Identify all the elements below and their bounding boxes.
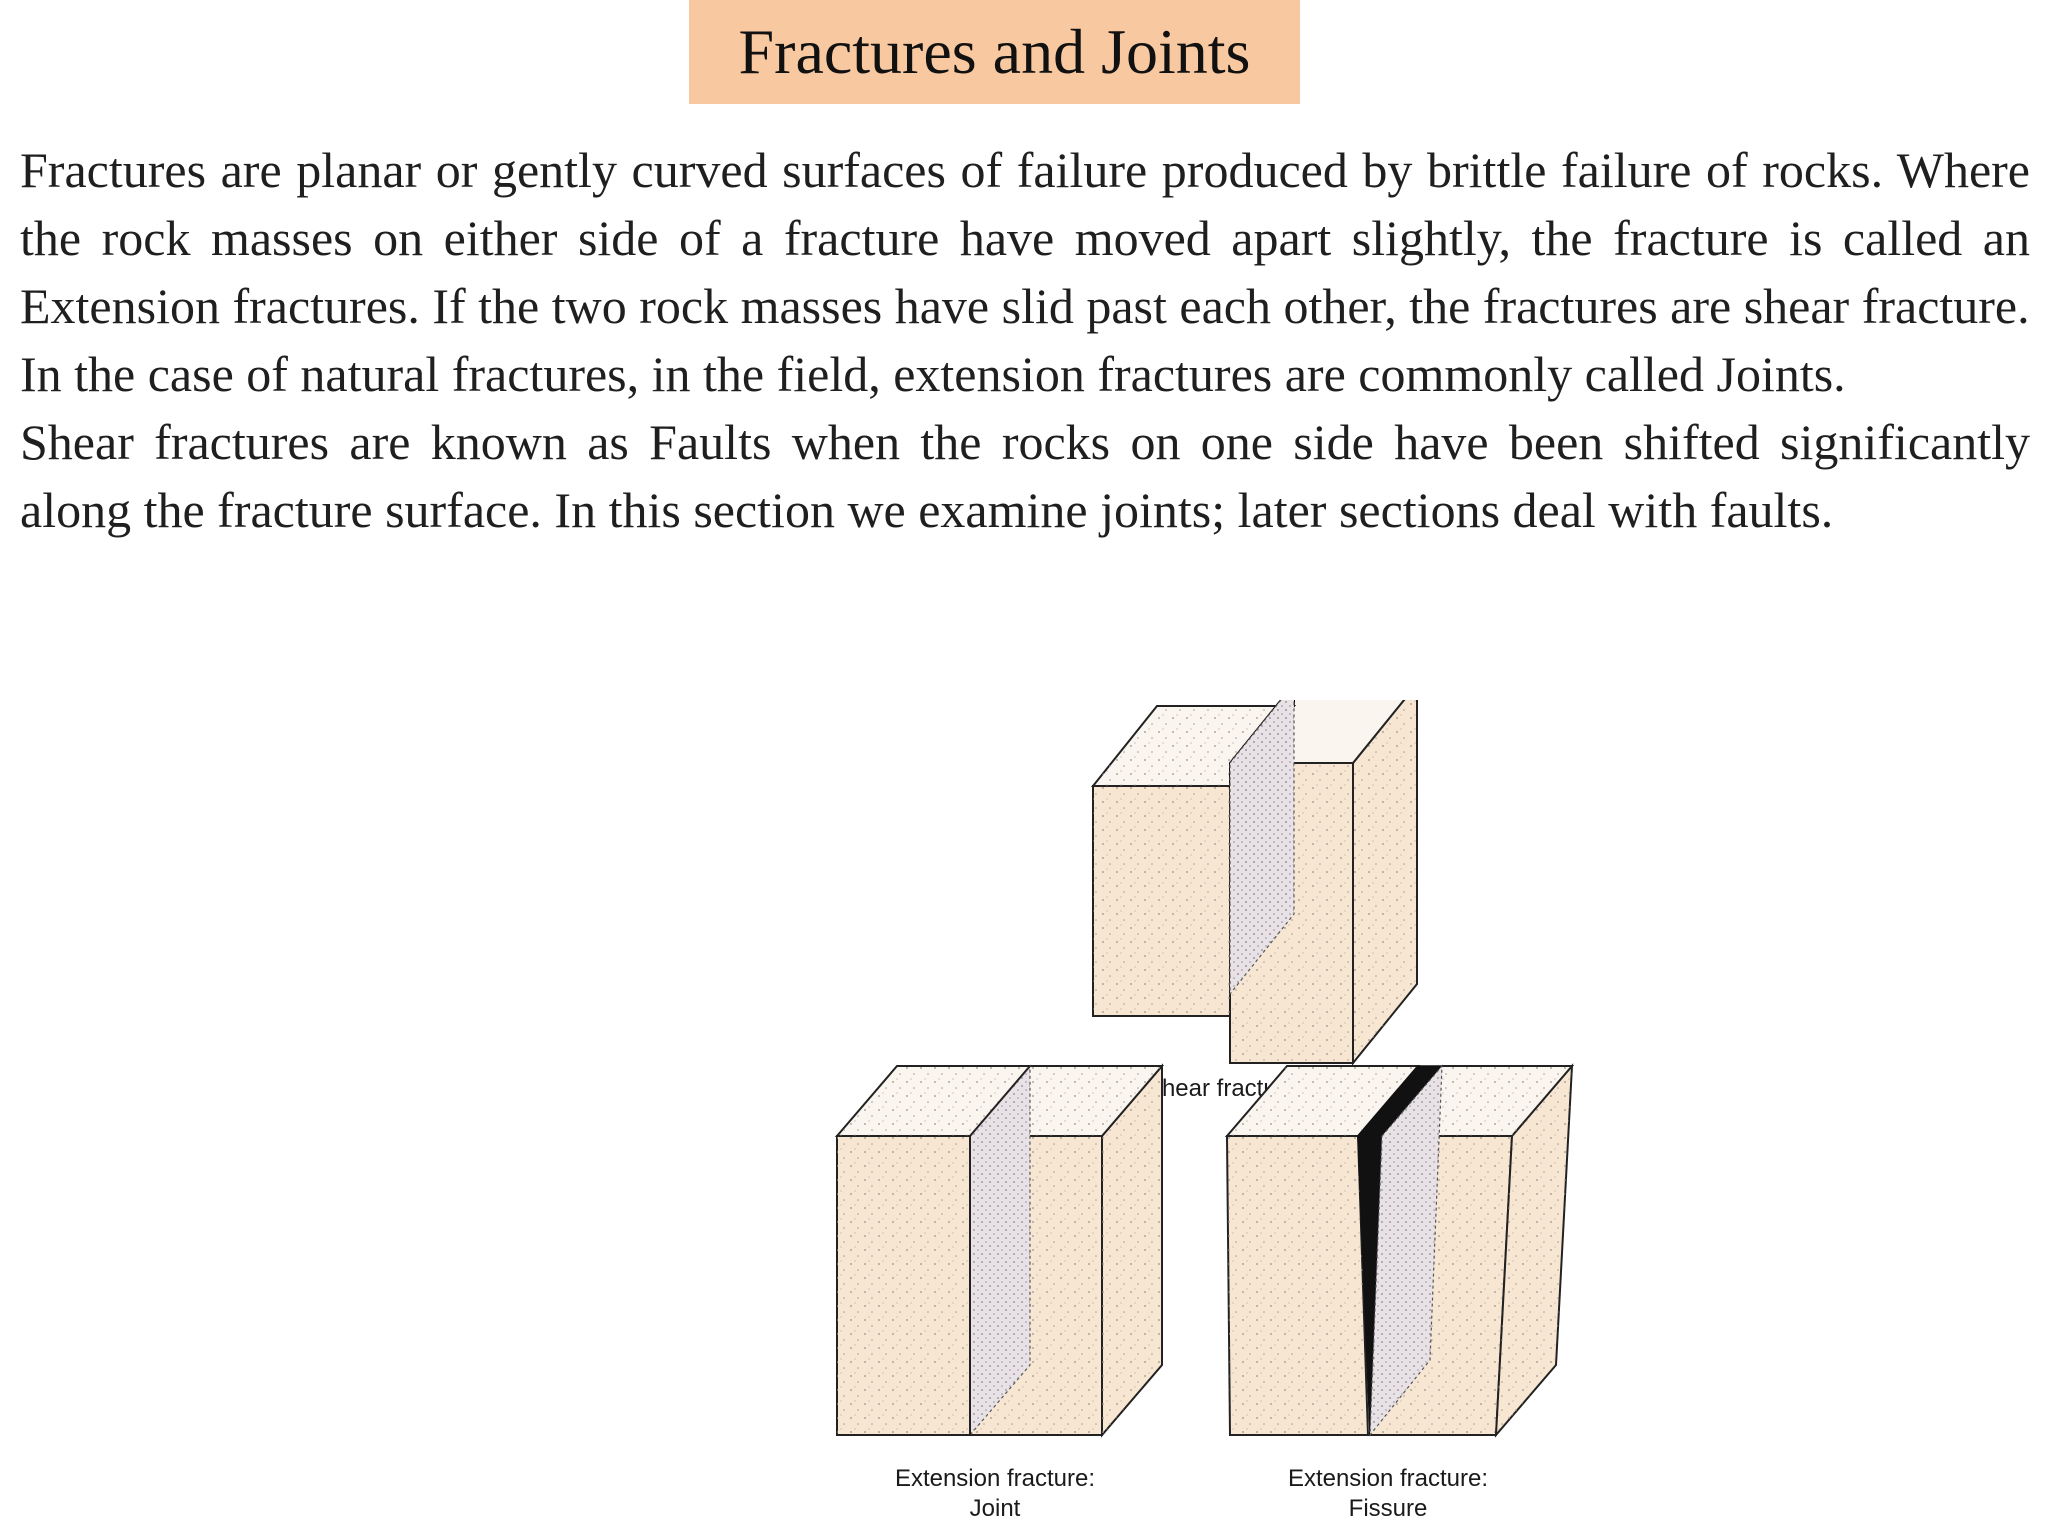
slide-title: Fractures and Joints (738, 16, 1251, 87)
body-text: Fractures are planar or gently curved su… (20, 136, 2030, 544)
shear-left-block (1090, 700, 1297, 1017)
paragraph-joints: In the case of natural fractures, in the… (20, 346, 1846, 402)
fissure-caption-line1: Extension fracture: (1288, 1465, 1488, 1492)
fracture-diagram: Shear fracture Extension fracture: Joint (834, 700, 1575, 1522)
joint-caption-line2: Joint (970, 1495, 1021, 1522)
paragraph-faults: Shear fractures are known as Faults when… (20, 414, 2030, 538)
paragraph-fractures: Fractures are planar or gently curved su… (20, 142, 2030, 334)
title-banner: Fractures and Joints (689, 0, 1300, 104)
fissure-diagram: Extension fracture: Fissure (1224, 1063, 1575, 1522)
joint-caption-line1: Extension fracture: (895, 1465, 1095, 1492)
fracture-figure: Shear fracture Extension fracture: Joint (820, 700, 1620, 1536)
fissure-caption-line2: Fissure (1349, 1495, 1428, 1522)
shear-fracture-diagram: Shear fracture (1090, 700, 1418, 1102)
joint-diagram: Extension fracture: Joint (834, 1063, 1165, 1522)
